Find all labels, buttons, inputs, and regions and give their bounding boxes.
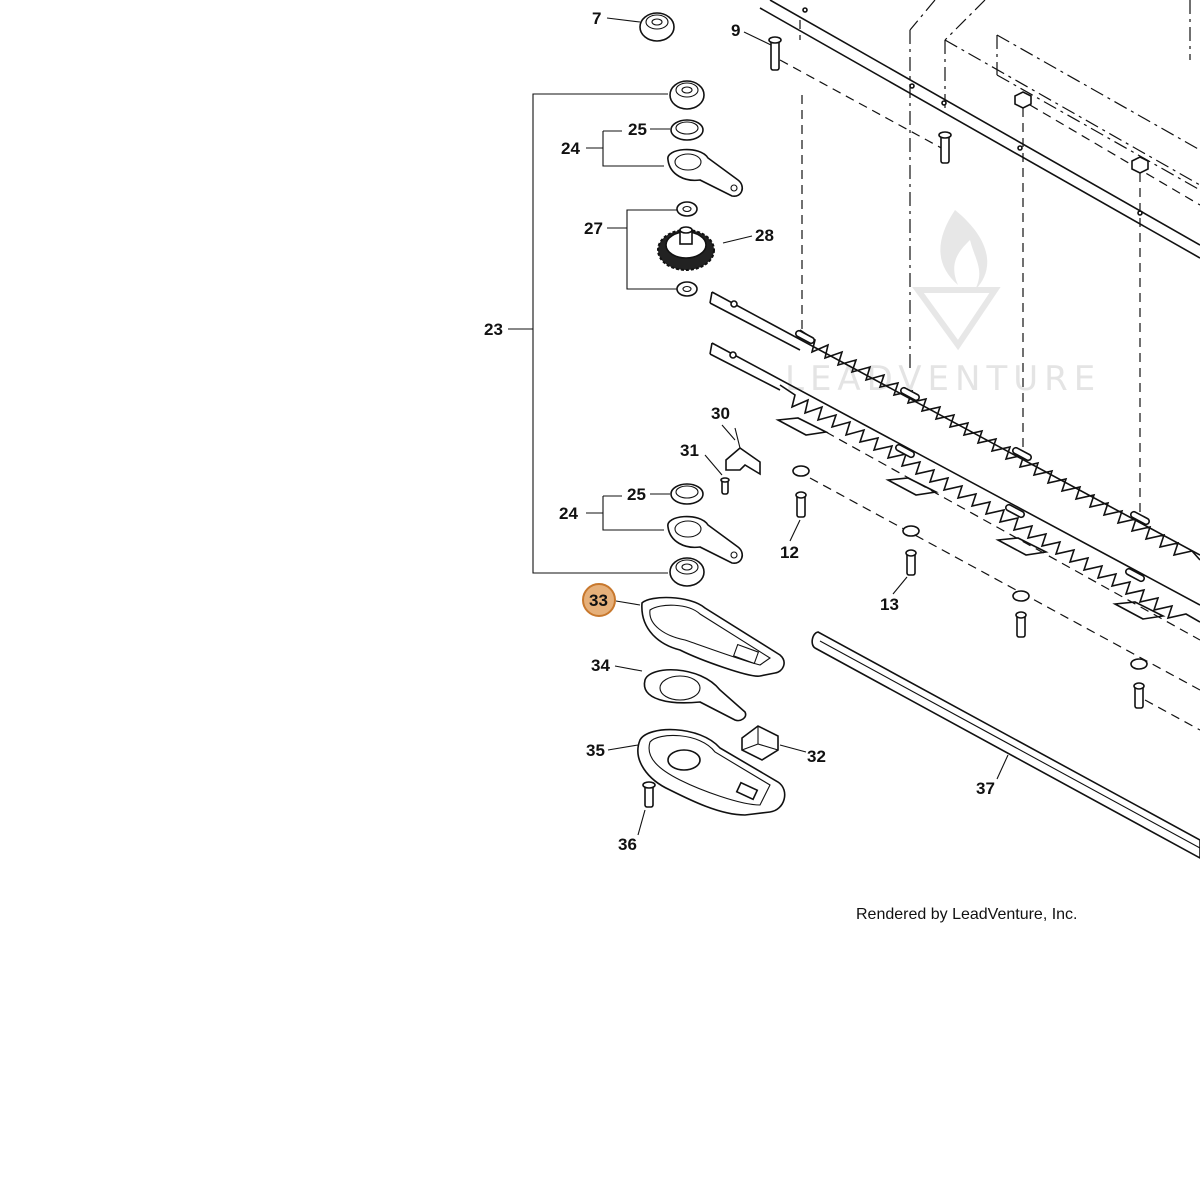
washer-and-screw-c: [1012, 590, 1030, 638]
callout-7[interactable]: 7: [592, 9, 601, 28]
clip-32: [741, 725, 779, 761]
bearing-upper: [669, 80, 705, 110]
callout-31[interactable]: 31: [680, 441, 699, 460]
callout-27[interactable]: 27: [584, 219, 603, 238]
callout-9[interactable]: 9: [731, 21, 740, 40]
nut-upper: [1014, 91, 1200, 460]
gasket-34: [643, 669, 747, 722]
callout-25-lower[interactable]: 25: [627, 485, 646, 504]
nut-right: [1131, 156, 1149, 520]
leader-lines: [508, 17, 1009, 836]
cover-35: [637, 728, 786, 816]
blade-guard-37: [811, 631, 1200, 859]
watermark: LEADVENTURE: [785, 210, 1101, 399]
rendered-by-credit: Rendered by LeadVenture, Inc.: [856, 906, 1078, 923]
ring-25-upper: [670, 119, 704, 141]
connecting-rod-24-upper: [667, 148, 744, 197]
callout-25-upper[interactable]: 25: [628, 120, 647, 139]
screw-9: [768, 36, 946, 151]
callout-37[interactable]: 37: [976, 779, 995, 798]
bracket-30: [725, 427, 761, 476]
callout-33[interactable]: 33: [589, 591, 608, 610]
upper-guard-lines: [759, 0, 1200, 370]
washer-and-screw-d: [1130, 658, 1200, 731]
washer-27-lower: [676, 281, 698, 297]
callout-32[interactable]: 32: [807, 747, 826, 766]
washer-and-screw-13: [902, 525, 920, 576]
gasket-33: [641, 596, 785, 677]
callout-34[interactable]: 34: [591, 656, 610, 675]
callout-36[interactable]: 36: [618, 835, 637, 854]
bearing-lower: [669, 557, 705, 587]
washer-and-screw-12: [792, 465, 1200, 691]
ring-25-lower: [670, 483, 704, 505]
callout-28[interactable]: 28: [755, 226, 774, 245]
gear-28: [657, 226, 715, 271]
callout-23[interactable]: 23: [484, 320, 503, 339]
blade-upper: [709, 291, 1200, 561]
bearing-7: [639, 12, 675, 42]
connecting-rod-24-lower: [667, 515, 744, 564]
callout-13[interactable]: 13: [880, 595, 899, 614]
callout-12[interactable]: 12: [780, 543, 799, 562]
screw-9b: [938, 131, 952, 164]
washer-27-upper: [676, 201, 698, 217]
slide-pieces: [775, 417, 1200, 641]
callout-24-lower[interactable]: 24: [559, 504, 578, 523]
screw-31: [720, 477, 730, 495]
watermark-logo-icon: [912, 210, 1001, 351]
screw-36: [642, 781, 656, 808]
watermark-text: LEADVENTURE: [785, 359, 1101, 399]
callout-24-upper[interactable]: 24: [561, 139, 580, 158]
callout-30[interactable]: 30: [711, 404, 730, 423]
callout-35[interactable]: 35: [586, 741, 605, 760]
callout-33-highlight[interactable]: [582, 583, 616, 617]
blade-lower: [709, 342, 1200, 623]
callout-labels: 7 9 23 24 25 27 28 30 31 24 25 12 13 33 …: [484, 9, 995, 854]
